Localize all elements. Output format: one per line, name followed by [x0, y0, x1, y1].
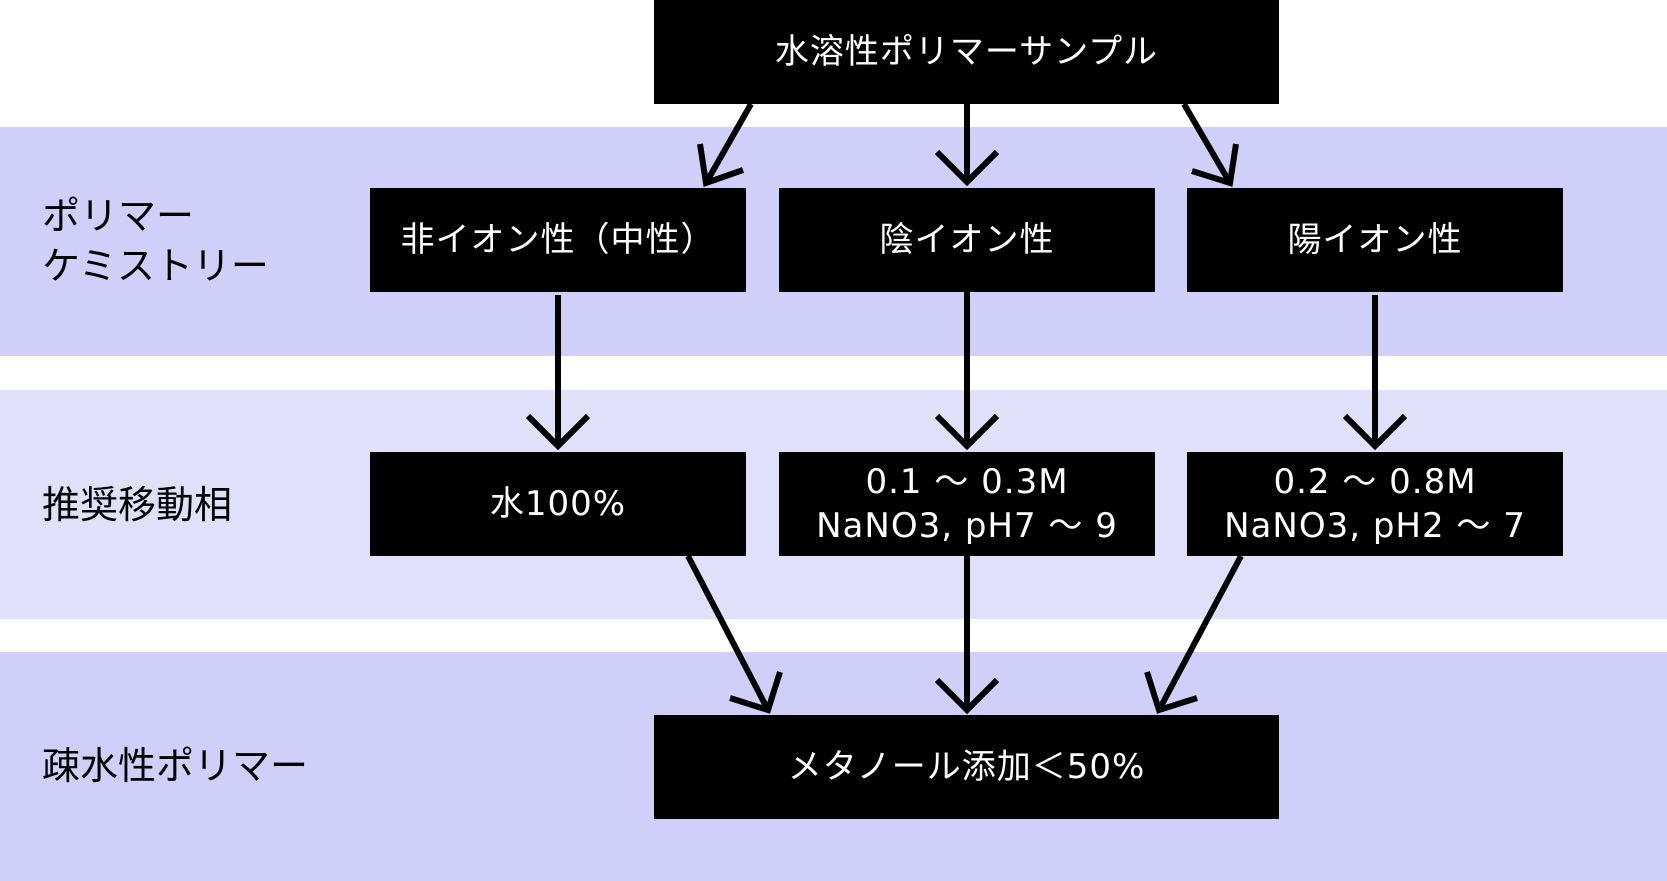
arrow-cationic-to-cation-mobile-phase — [1342, 295, 1408, 451]
row-label-mobile-phase: 推奨移動相 — [42, 483, 233, 527]
arrow-nonionic-to-water — [525, 295, 591, 451]
node-cationic: 陽イオン性 — [1187, 188, 1563, 292]
arrow-cation-mobile-phase-to-methanol — [1144, 554, 1244, 714]
row-label-hydrophobic-polymer: 疎水性ポリマー — [42, 744, 309, 788]
arrow-water-to-methanol — [685, 554, 783, 714]
arrow-sample-to-nonionic — [697, 102, 754, 188]
node-anionic-mobile-phase: 0.1 ～ 0.3M NaNO3, pH7 ～ 9 — [779, 452, 1155, 556]
arrow-sample-to-anionic — [934, 104, 1000, 187]
row-label-polymer-chemistry: ポリマー ケミストリー — [42, 194, 269, 288]
arrow-sample-to-cationic — [1181, 102, 1239, 187]
node-anionic: 陰イオン性 — [779, 188, 1155, 292]
arrow-anion-mobile-phase-to-methanol — [934, 556, 1000, 715]
node-methanol-addition: メタノール添加＜50% — [654, 715, 1279, 819]
arrow-anionic-to-anion-mobile-phase — [934, 292, 1000, 451]
node-water-100-percent: 水100% — [370, 452, 746, 556]
node-water-soluble-polymer-sample: 水溶性ポリマーサンプル — [654, 0, 1279, 104]
node-cationic-mobile-phase: 0.2 ～ 0.8M NaNO3, pH2 ～ 7 — [1187, 452, 1563, 556]
node-nonionic-neutral: 非イオン性（中性） — [370, 188, 746, 292]
